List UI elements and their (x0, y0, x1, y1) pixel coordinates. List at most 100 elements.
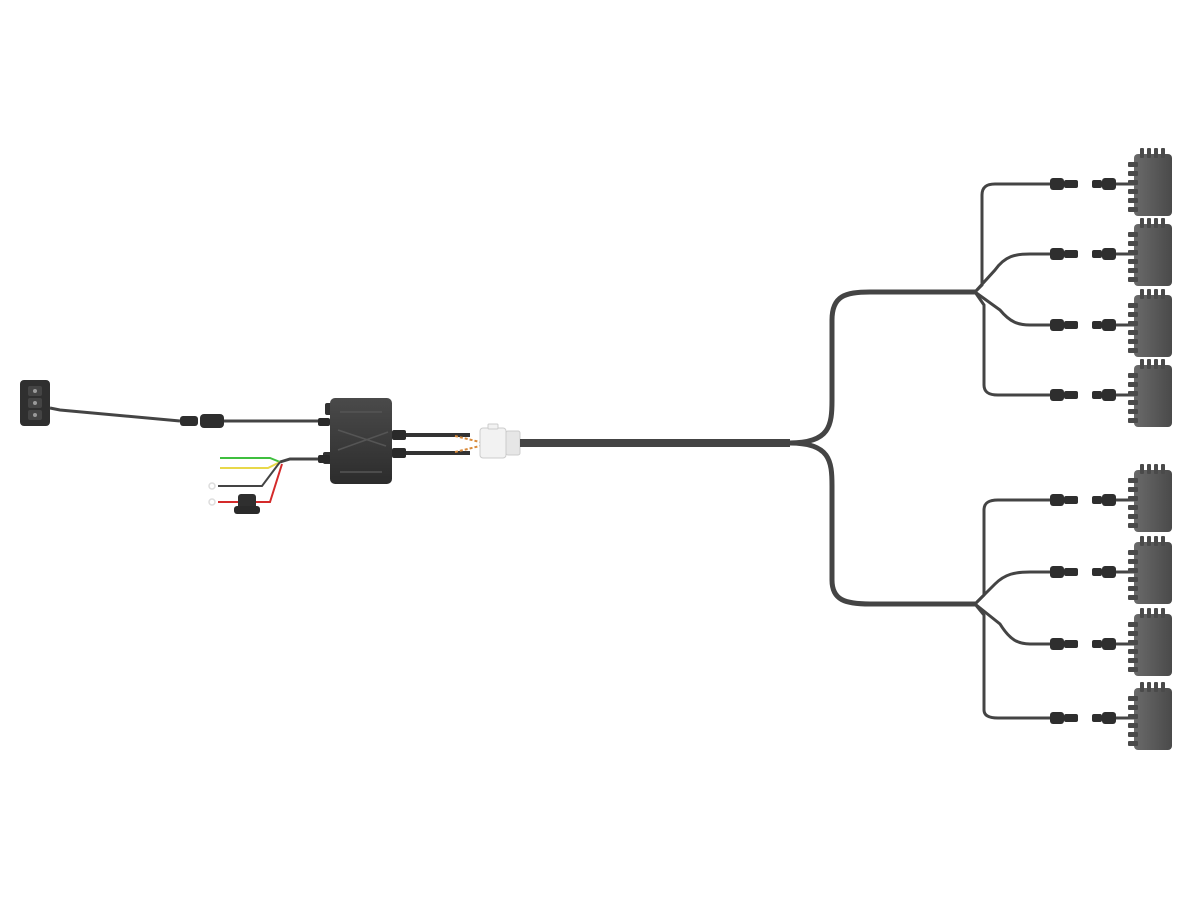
pod-connector-b-tip-6 (1092, 568, 1102, 576)
light-pod-fin-7-2 (1128, 631, 1138, 636)
pod-connector-a-tip-4 (1064, 391, 1078, 399)
light-pod-fin-7-3 (1128, 640, 1138, 645)
light-pod-ridge-6-1 (1140, 536, 1144, 546)
light-pod-fin-6-4 (1128, 577, 1138, 582)
control-module (318, 398, 406, 484)
pod-connector-b-3 (1102, 319, 1116, 331)
pod-connector-a-6 (1050, 566, 1064, 578)
lower-fanout (973, 498, 1050, 720)
light-pod-6 (1134, 542, 1172, 604)
upper-lead-1 (973, 182, 1050, 294)
lower-lead-3 (974, 602, 1050, 646)
pod-connector-b-6 (1102, 566, 1116, 578)
light-pod-fin-4-3 (1128, 391, 1138, 396)
power-trunk (279, 457, 318, 464)
pod-connector-a-2 (1050, 248, 1064, 260)
module-output-port-lower (392, 448, 406, 458)
pod-connector-a-tip-5 (1064, 496, 1078, 504)
light-pod-fin-3-1 (1128, 303, 1138, 308)
light-pod-ridge-1-1 (1140, 148, 1144, 158)
light-pod-2 (1134, 224, 1172, 286)
light-pod-fin-2-6 (1128, 277, 1138, 282)
switch-light-icon-2 (33, 401, 37, 405)
light-pod-fin-8-2 (1128, 705, 1138, 710)
switch-inline-connector-b (200, 414, 224, 428)
light-pod-ridge-4-2 (1147, 359, 1151, 369)
white-plug-right (505, 430, 521, 456)
light-pod-3 (1134, 295, 1172, 357)
module-input-port-upper (318, 418, 330, 426)
output-wire-orange-a (454, 435, 481, 443)
light-pod-ridge-5-4 (1161, 464, 1165, 474)
pod-connector-a-1 (1050, 178, 1064, 190)
light-pod-fin-3-6 (1128, 348, 1138, 353)
light-pod-fin-4-5 (1128, 409, 1138, 414)
light-pod-ridge-3-2 (1147, 289, 1151, 299)
light-pod-fin-7-4 (1128, 649, 1138, 654)
light-pod-ridge-3-3 (1154, 289, 1158, 299)
light-pod-ridge-3-4 (1161, 289, 1165, 299)
pod-connector-b-2 (1102, 248, 1116, 260)
light-pod-ridge-6-4 (1161, 536, 1165, 546)
light-pod-ridge-8-3 (1154, 682, 1158, 692)
light-pod-ridge-5-2 (1147, 464, 1151, 474)
light-pod-ridge-4-4 (1161, 359, 1165, 369)
power-harness (208, 457, 318, 514)
pod-connector-a-tip-1 (1064, 180, 1078, 188)
pod-connector-b-1 (1102, 178, 1116, 190)
light-pod-fin-1-5 (1128, 198, 1138, 203)
light-pod-ridge-7-1 (1140, 608, 1144, 618)
control-switch (20, 380, 50, 426)
ring-terminal-black (208, 482, 216, 490)
light-pod-ridge-4-1 (1140, 359, 1144, 369)
light-pod-ridge-8-4 (1161, 682, 1165, 692)
light-pod-1 (1134, 154, 1172, 216)
pod-connector-b-tip-3 (1092, 321, 1102, 329)
light-pod-ridge-7-2 (1147, 608, 1151, 618)
module-surface-lines (337, 411, 389, 473)
pod-connector-b-7 (1102, 638, 1116, 650)
module-output-port-upper (392, 430, 406, 440)
light-pod-fin-6-5 (1128, 586, 1138, 591)
light-pod-fin-2-1 (1128, 232, 1138, 237)
wire-green (220, 457, 281, 463)
light-pod-ridge-1-2 (1147, 148, 1151, 158)
light-pod-fin-5-2 (1128, 487, 1138, 492)
pod-connector-a-7 (1050, 638, 1064, 650)
light-pod-fin-6-3 (1128, 568, 1138, 573)
light-pod-fin-1-6 (1128, 207, 1138, 212)
pod-connector-a-tip-7 (1064, 640, 1078, 648)
light-pod-fin-6-6 (1128, 595, 1138, 600)
light-pod-ridge-4-3 (1154, 359, 1158, 369)
light-pod-fin-7-5 (1128, 658, 1138, 663)
light-pod-fin-5-3 (1128, 496, 1138, 501)
light-pod-fin-8-5 (1128, 732, 1138, 737)
light-pod-7 (1134, 614, 1172, 676)
light-pod-fin-5-1 (1128, 478, 1138, 483)
pod-connector-b-tip-5 (1092, 496, 1102, 504)
pod-connector-a-5 (1050, 494, 1064, 506)
switch-inline-connector-a (180, 416, 198, 426)
lower-lead-4 (973, 603, 1050, 720)
light-pod-fin-4-1 (1128, 373, 1138, 378)
light-pod-ridge-6-2 (1147, 536, 1151, 546)
lower-lead-1 (973, 498, 1050, 606)
light-pod-fin-8-4 (1128, 723, 1138, 728)
module-input-port-lower (318, 455, 330, 463)
wire-black (218, 461, 281, 487)
light-pod-fin-7-6 (1128, 667, 1138, 672)
light-pod-fin-8-1 (1128, 696, 1138, 701)
light-pod-ridge-1-3 (1154, 148, 1158, 158)
light-pod-fin-8-3 (1128, 714, 1138, 719)
light-pod-ridge-6-3 (1154, 536, 1158, 546)
light-pod-ridge-2-1 (1140, 218, 1144, 228)
switch-light-icon-1 (33, 389, 37, 393)
light-pod-ridge-7-3 (1154, 608, 1158, 618)
pod-connector-b-4 (1102, 389, 1116, 401)
light-pod-fin-1-3 (1128, 180, 1138, 185)
light-pod-fin-6-2 (1128, 559, 1138, 564)
pod-connector-a-tip-2 (1064, 250, 1078, 258)
light-pod-fin-2-4 (1128, 259, 1138, 264)
pod-connector-b-tip-8 (1092, 714, 1102, 722)
